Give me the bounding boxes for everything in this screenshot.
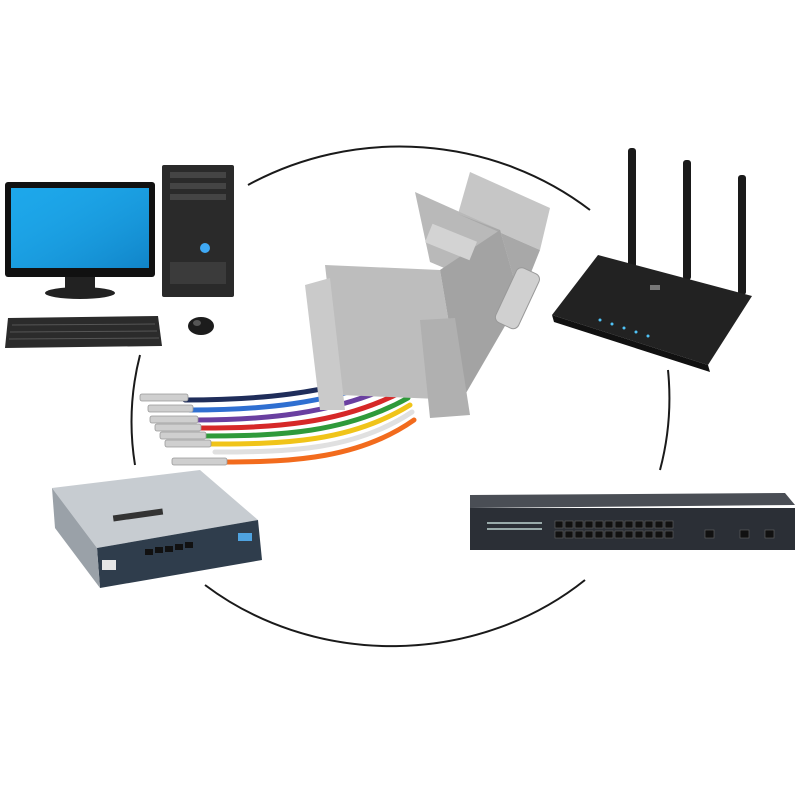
vpn-router-icon <box>52 470 262 588</box>
connection-ring <box>130 145 671 648</box>
switch-icon <box>470 493 795 550</box>
router-icon <box>552 148 752 372</box>
adapter-icon <box>139 172 550 466</box>
desktop-computer-icon <box>5 165 234 348</box>
